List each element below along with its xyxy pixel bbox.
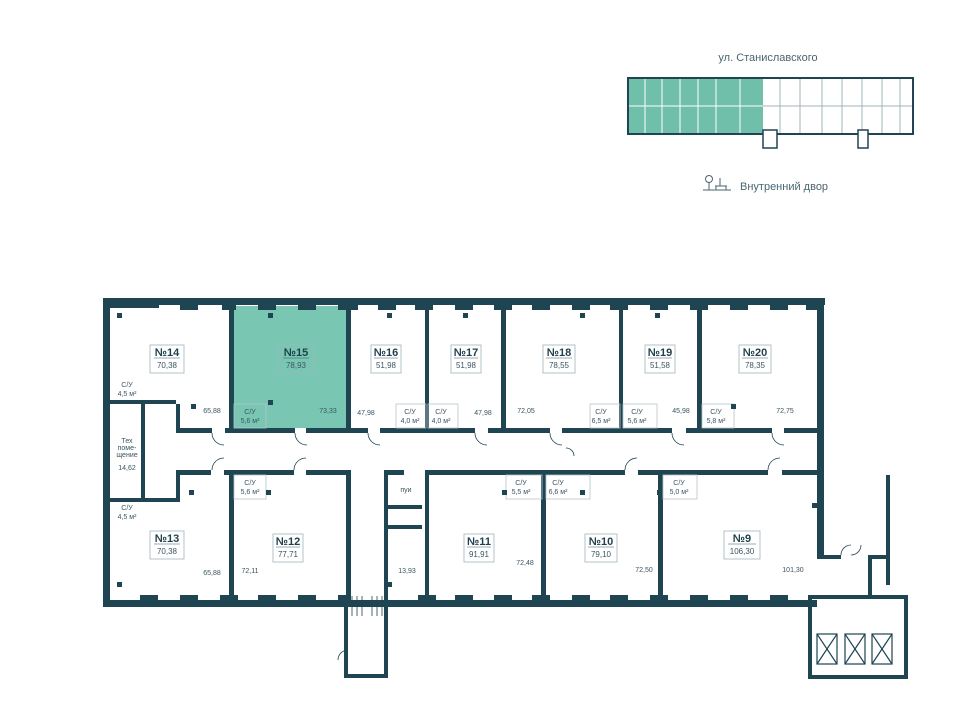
tech-room-label: щение bbox=[116, 452, 137, 459]
room-area: 65,88 bbox=[203, 408, 221, 415]
unit-12-area: 77,71 bbox=[278, 550, 299, 559]
bathroom-label: С/У bbox=[595, 409, 607, 416]
unit-17-label[interactable]: №17 bbox=[454, 347, 479, 359]
room-area: 47,98 bbox=[357, 410, 375, 417]
room-areas: 65,88 73,33 47,98 47,98 72,05 45,98 72,7… bbox=[118, 408, 804, 577]
street-label: ул. Станиславского bbox=[718, 52, 817, 64]
unit-labels: №14 70,38 №15 78,93 №16 51,98 №17 51,98 … bbox=[155, 347, 768, 559]
bathroom-label: С/У bbox=[435, 409, 447, 416]
bathroom-label: С/У bbox=[244, 409, 256, 416]
tech-room-label: Тех bbox=[121, 438, 133, 445]
unit-16-area: 51,98 bbox=[376, 361, 397, 370]
bathroom-area: 5,6 м² bbox=[241, 489, 260, 496]
elevator-shafts bbox=[816, 633, 893, 665]
bathroom-area: 4,0 м² bbox=[401, 418, 420, 425]
unit-12-label[interactable]: №12 bbox=[276, 536, 301, 548]
bathroom-area: 5,6 м² bbox=[628, 418, 647, 425]
bathroom-label: С/У bbox=[121, 505, 133, 512]
bathroom-area: 4,0 м² bbox=[432, 418, 451, 425]
unit-14-label[interactable]: №14 bbox=[155, 347, 180, 359]
room-area: 72,50 bbox=[635, 567, 653, 574]
unit-18-label[interactable]: №18 bbox=[547, 347, 572, 359]
bathroom-labels: С/У 4,5 м² С/У 5,6 м² С/У 4,0 м² С/У 4,0… bbox=[118, 382, 726, 521]
bathroom-label: С/У bbox=[515, 480, 527, 487]
unit-10-area: 79,10 bbox=[591, 550, 612, 559]
bathroom-label: С/У bbox=[121, 382, 133, 389]
room-area: 72,11 bbox=[242, 568, 259, 575]
yard-label: Внутренний двор bbox=[740, 181, 828, 193]
unit-17-area: 51,98 bbox=[456, 361, 477, 370]
room-area: 14,62 bbox=[118, 465, 136, 472]
bathroom-area: 4,5 м² bbox=[118, 514, 137, 521]
unit-11-area: 91,91 bbox=[469, 550, 490, 559]
plan-body: №14 70,38 №15 78,93 №16 51,98 №17 51,98 … bbox=[103, 298, 908, 679]
bathroom-label: С/У bbox=[631, 409, 643, 416]
unit-13-label[interactable]: №13 bbox=[155, 533, 180, 545]
unit-9-area: 106,30 bbox=[730, 547, 755, 556]
bathroom-area: 5,5 м² bbox=[512, 489, 531, 496]
room-area: 45,98 bbox=[672, 408, 690, 415]
unit-20-label[interactable]: №20 bbox=[743, 347, 768, 359]
unit-14-area: 70,38 bbox=[157, 361, 178, 370]
bathroom-label: С/У bbox=[673, 480, 685, 487]
room-area: 73,33 bbox=[319, 408, 337, 415]
staircase bbox=[350, 596, 384, 616]
room-area: 72,05 bbox=[517, 408, 535, 415]
room-area: 72,75 bbox=[776, 408, 794, 415]
unit-20-area: 78,35 bbox=[745, 361, 766, 370]
room-area: 101,30 bbox=[782, 567, 804, 574]
tech-room-label: поме- bbox=[118, 445, 137, 452]
bathroom-area: 5,0 м² bbox=[670, 489, 689, 496]
bathroom-area: 5,6 м² bbox=[241, 418, 260, 425]
unit-10-label[interactable]: №10 bbox=[589, 536, 614, 548]
unit-15-area: 78,93 bbox=[286, 361, 307, 370]
room-area: 47,98 bbox=[474, 410, 492, 417]
unit-18-area: 78,55 bbox=[549, 361, 570, 370]
unit-13-area: 70,38 bbox=[157, 547, 178, 556]
unit-19-label[interactable]: №19 bbox=[648, 347, 673, 359]
bathroom-area: 6,5 м² bbox=[592, 418, 611, 425]
unit-19-area: 51,58 bbox=[650, 361, 671, 370]
bathroom-label: С/У bbox=[552, 480, 564, 487]
minimap: ул. Станиславского bbox=[627, 52, 914, 193]
bathroom-area: 5,8 м² bbox=[707, 418, 726, 425]
bathroom-label: С/У bbox=[404, 409, 416, 416]
room-area: 13,93 bbox=[398, 568, 416, 575]
unit-11-label[interactable]: №11 bbox=[467, 536, 491, 548]
bathroom-area: 4,5 м² bbox=[118, 391, 137, 398]
room-area: 65,88 bbox=[203, 570, 221, 577]
tree-bench-icon bbox=[703, 175, 731, 191]
room-area: 72,48 bbox=[516, 560, 534, 567]
pui-label: пуи bbox=[400, 487, 411, 494]
bathroom-label: С/У bbox=[710, 409, 722, 416]
unit-16-label[interactable]: №16 bbox=[374, 347, 399, 359]
bathroom-label: С/У bbox=[244, 480, 256, 487]
unit-9-label[interactable]: №9 bbox=[733, 533, 751, 545]
unit-15-label[interactable]: №15 bbox=[284, 347, 309, 359]
bathroom-area: 6,6 м² bbox=[549, 489, 568, 496]
